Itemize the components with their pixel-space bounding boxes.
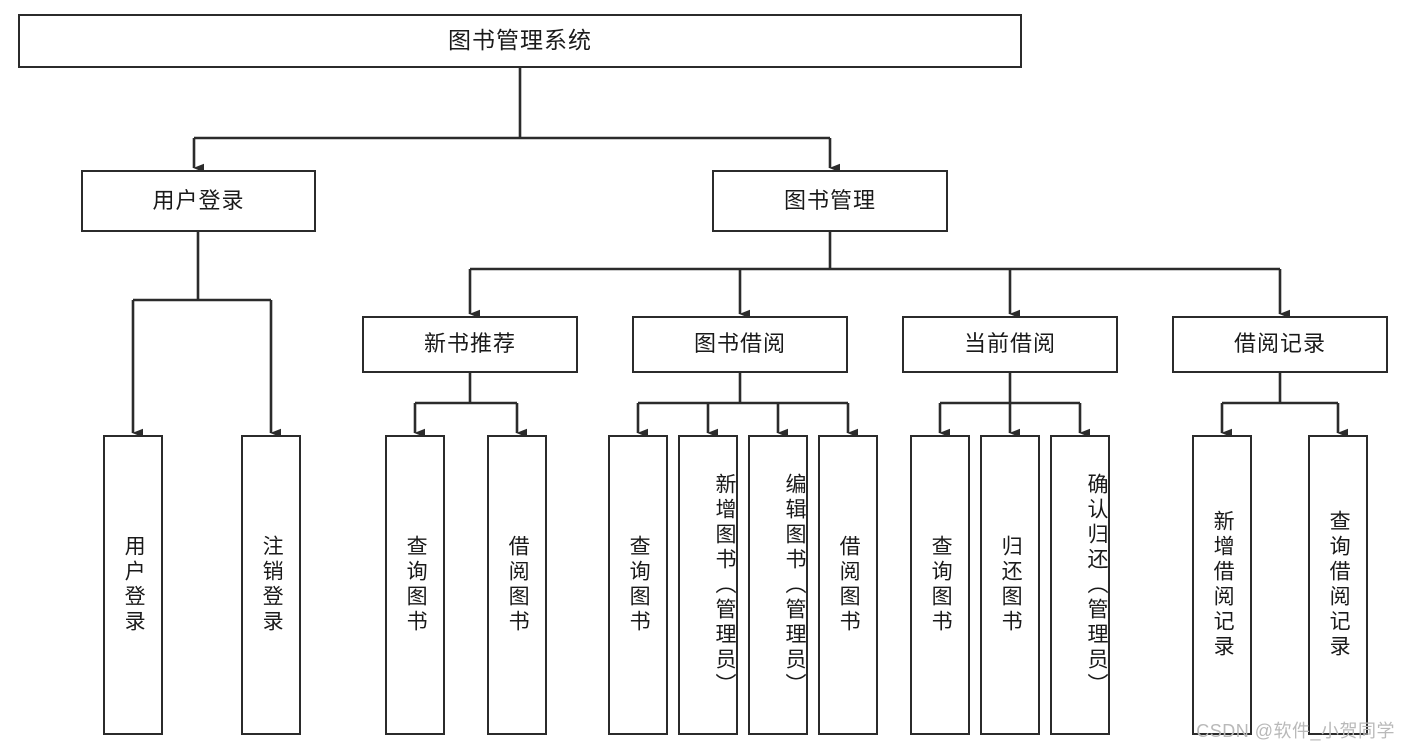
node-new-book-recommend-label: 新书推荐 bbox=[423, 331, 516, 357]
leaf-borrow-book-2-label: 借阅图书 bbox=[837, 535, 861, 635]
leaf-user-login-label: 用户登录 bbox=[122, 535, 146, 635]
leaf-add-book-label: 新增图书（管理员） bbox=[713, 472, 736, 698]
leaf-edit-book-label: 编辑图书（管理员） bbox=[783, 472, 806, 698]
leaf-query-book-2-label: 查询图书 bbox=[627, 535, 651, 635]
leaf-borrow-book-1-label: 借阅图书 bbox=[506, 535, 530, 635]
leaf-return-book-label: 归还图书 bbox=[999, 535, 1023, 635]
leaf-query-book-2[interactable]: 查询图书 bbox=[608, 435, 668, 735]
node-user-login[interactable]: 用户登录 bbox=[81, 170, 316, 232]
leaf-return-book[interactable]: 归还图书 bbox=[980, 435, 1040, 735]
leaf-borrow-book-2[interactable]: 借阅图书 bbox=[818, 435, 878, 735]
leaf-query-record[interactable]: 查询借阅记录 bbox=[1308, 435, 1368, 735]
node-root-label: 图书管理系统 bbox=[448, 27, 592, 54]
watermark: CSDN @软件_小贺同学 bbox=[1196, 721, 1395, 741]
node-book-manage-label: 图书管理 bbox=[783, 187, 876, 213]
leaf-query-book-3-label: 查询图书 bbox=[929, 535, 953, 635]
leaf-add-book[interactable]: 新增图书（管理员） bbox=[678, 435, 738, 735]
leaf-query-record-label: 查询借阅记录 bbox=[1327, 510, 1351, 660]
leaf-borrow-book-1[interactable]: 借阅图书 bbox=[487, 435, 547, 735]
leaf-query-book-3[interactable]: 查询图书 bbox=[910, 435, 970, 735]
leaf-user-logout-label: 注销登录 bbox=[260, 535, 284, 635]
leaf-query-book-1[interactable]: 查询图书 bbox=[385, 435, 445, 735]
leaf-add-record[interactable]: 新增借阅记录 bbox=[1192, 435, 1252, 735]
node-current-borrow-label: 当前借阅 bbox=[963, 331, 1056, 357]
leaf-confirm-return-label: 确认归还（管理员） bbox=[1085, 472, 1108, 698]
node-borrow-record-label: 借阅记录 bbox=[1233, 331, 1326, 357]
leaf-edit-book[interactable]: 编辑图书（管理员） bbox=[748, 435, 808, 735]
node-root[interactable]: 图书管理系统 bbox=[18, 14, 1022, 68]
node-user-login-label: 用户登录 bbox=[152, 187, 245, 213]
leaf-confirm-return[interactable]: 确认归还（管理员） bbox=[1050, 435, 1110, 735]
node-current-borrow[interactable]: 当前借阅 bbox=[902, 316, 1118, 373]
node-book-borrow-label: 图书借阅 bbox=[693, 331, 786, 357]
leaf-user-login[interactable]: 用户登录 bbox=[103, 435, 163, 735]
node-new-book-recommend[interactable]: 新书推荐 bbox=[362, 316, 578, 373]
node-book-borrow[interactable]: 图书借阅 bbox=[632, 316, 848, 373]
node-book-manage[interactable]: 图书管理 bbox=[712, 170, 948, 232]
leaf-query-book-1-label: 查询图书 bbox=[404, 535, 428, 635]
leaf-add-record-label: 新增借阅记录 bbox=[1211, 510, 1235, 660]
leaf-user-logout[interactable]: 注销登录 bbox=[241, 435, 301, 735]
node-borrow-record[interactable]: 借阅记录 bbox=[1172, 316, 1388, 373]
